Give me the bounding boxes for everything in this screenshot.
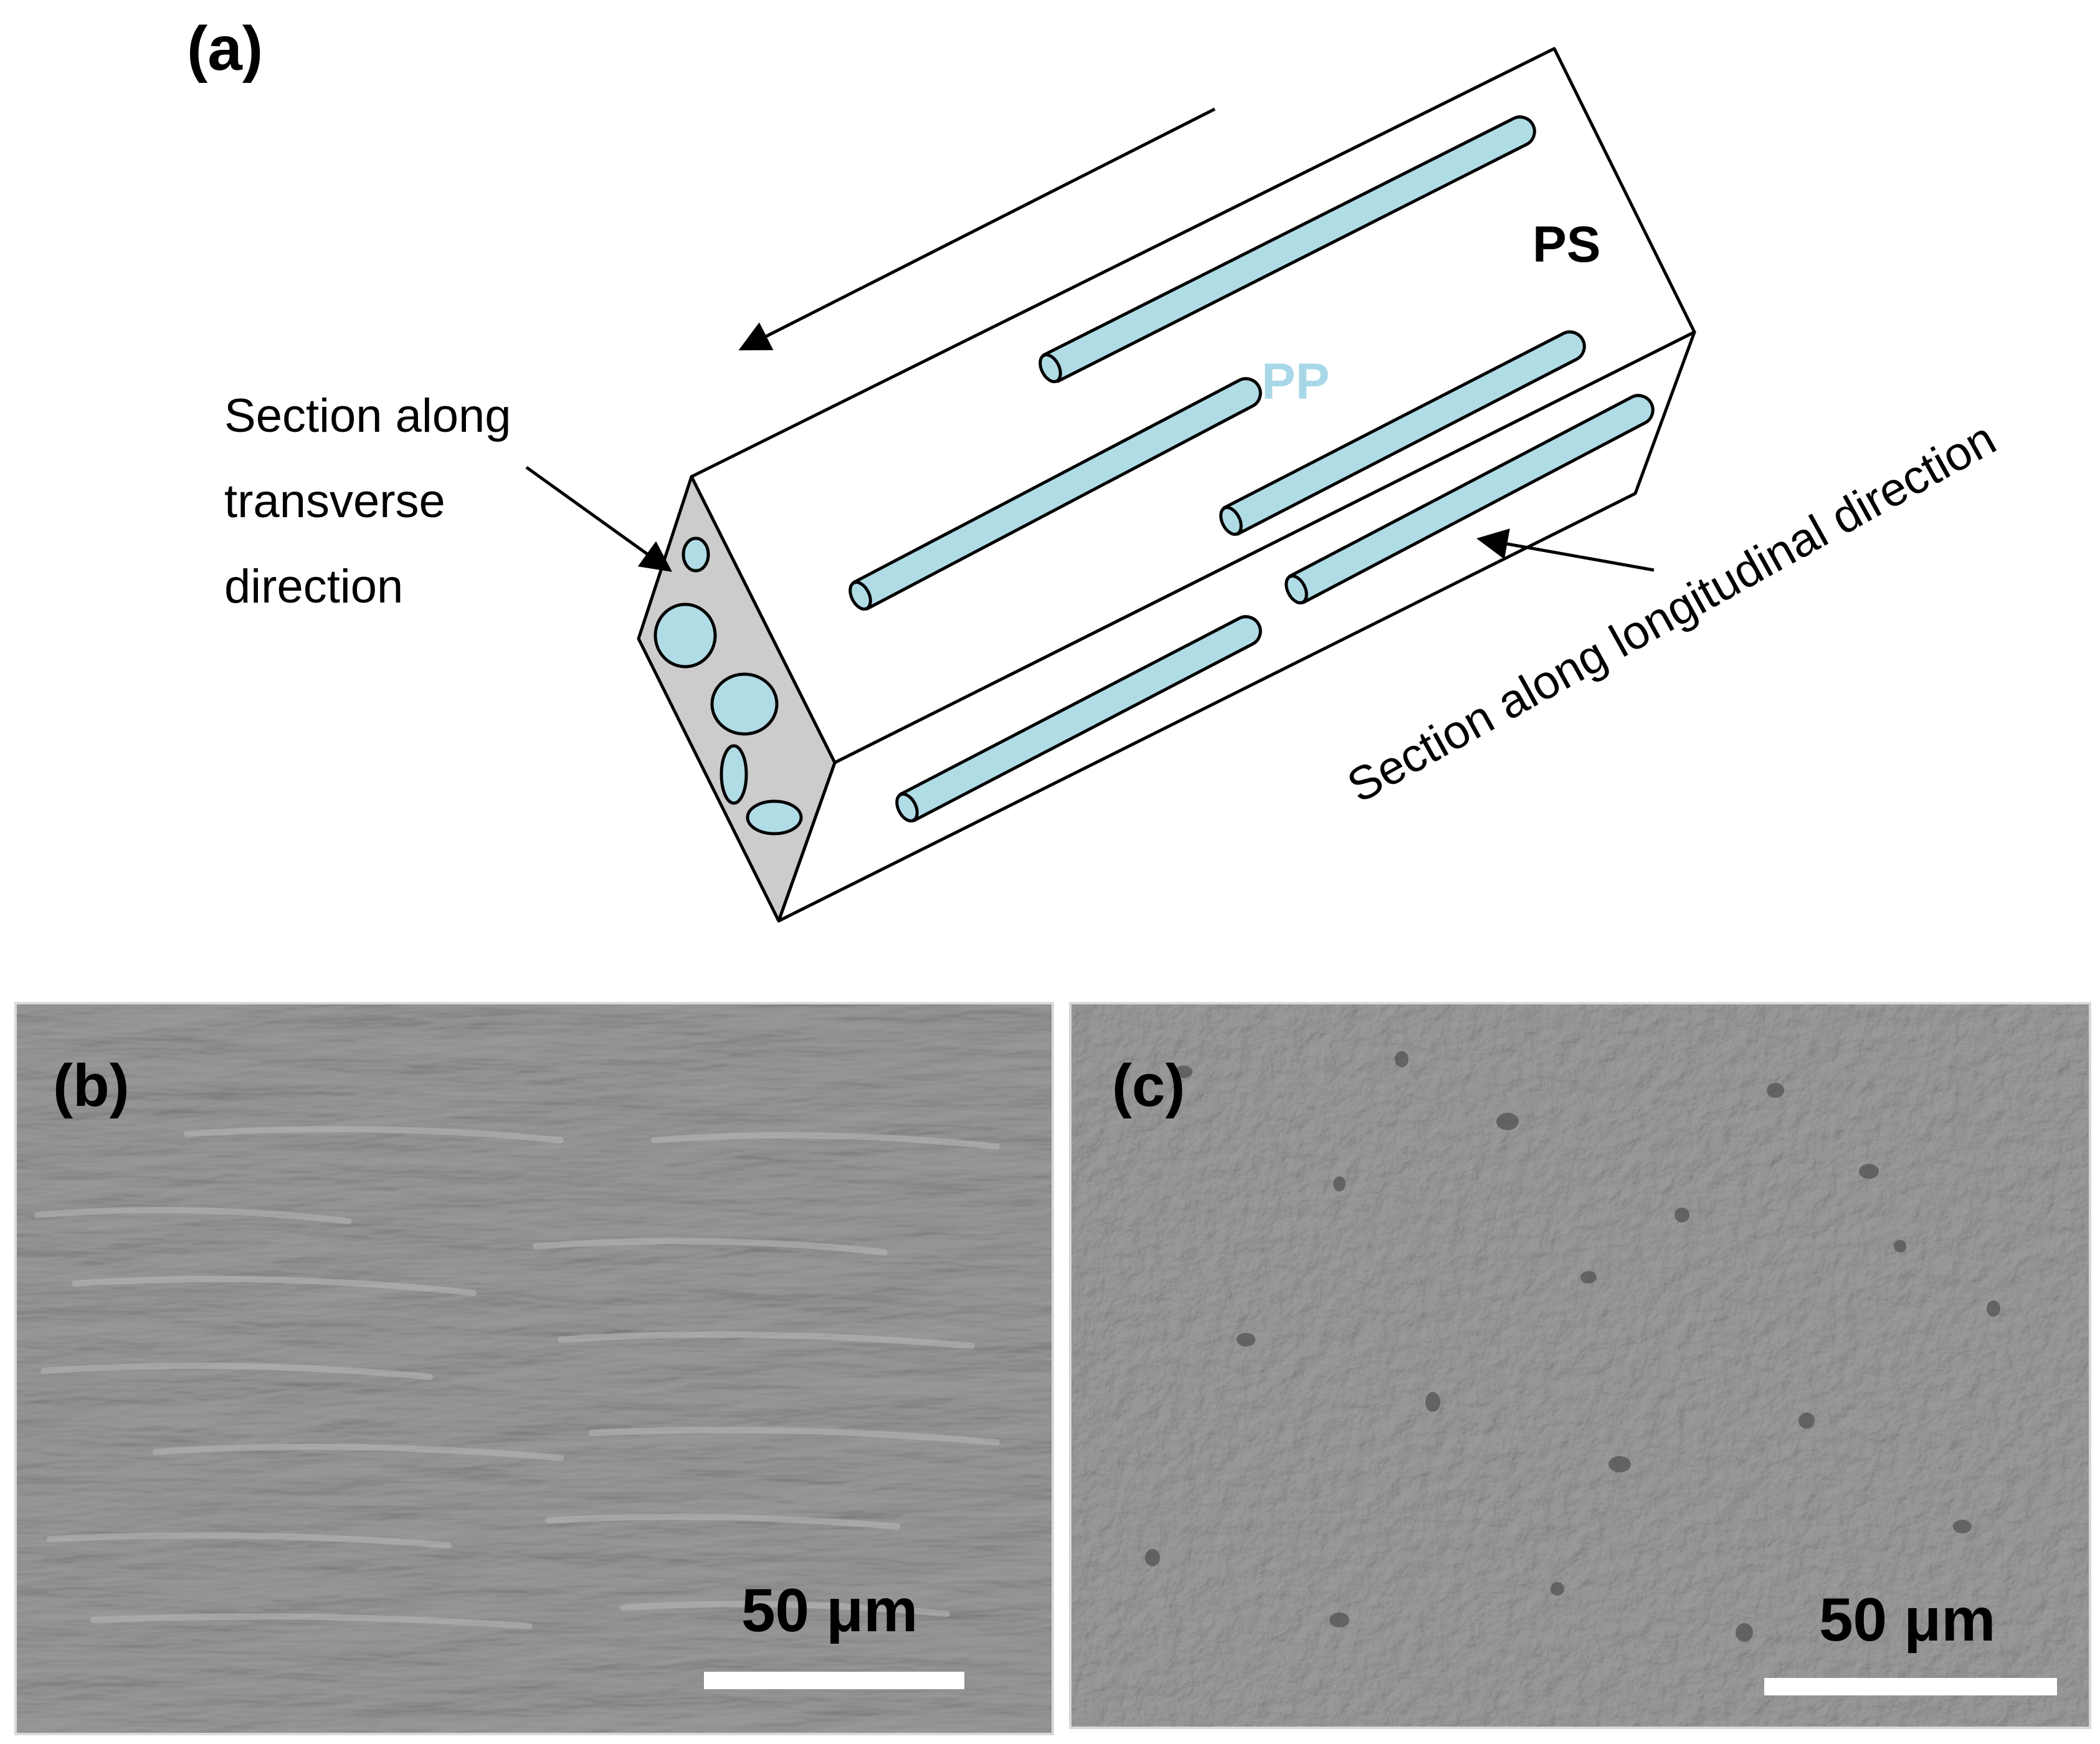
pp-fiber-label: PP [1261,353,1329,410]
pp-fibers [848,115,1655,822]
longitudinal-pointer-arrow [1476,528,1655,572]
sem-lamellae [34,1126,1000,1629]
pp-fiber [1285,394,1655,604]
ps-matrix-label: PS [1532,216,1600,273]
pp-droplets [653,536,803,836]
panel-c-label: (c) [1112,1052,1185,1119]
pp-droplet [710,672,779,736]
pp-fiber [1219,330,1586,536]
sem-image-c-frame [1069,1002,2091,1729]
panel-a-label: (a) [187,14,263,83]
pp-droplet [720,744,748,805]
pp-fiber [895,615,1262,822]
scale-bar-b [704,1672,964,1689]
scale-bar-c [1764,1678,2057,1695]
sem-image-c [1070,1003,2090,1728]
pp-droplet [682,536,710,573]
transverse-pointer-arrow [525,465,673,572]
transverse-section-label-line1: Section along [224,389,511,442]
panel-a: (a) [187,14,2005,923]
flow-direction-arrow [738,107,1216,351]
panel-c: (c) 50 μm [1069,1002,2091,1729]
transverse-section-label-line3: direction [224,560,403,613]
sem-image-b-frame [14,1002,1054,1735]
scale-bar-label-c: 50 μm [1819,1585,1995,1654]
panel-b: (b) 50 μm [14,1002,1054,1735]
sem-droplets [1145,1051,2000,1642]
scale-bar-label-b: 50 μm [741,1576,918,1644]
pp-droplet [746,799,803,836]
panel-b-label: (b) [53,1052,130,1119]
transverse-section-label-line2: transverse [224,475,445,528]
pp-fiber [1038,115,1536,383]
pp-fiber [848,377,1262,611]
pp-droplet [653,603,717,669]
